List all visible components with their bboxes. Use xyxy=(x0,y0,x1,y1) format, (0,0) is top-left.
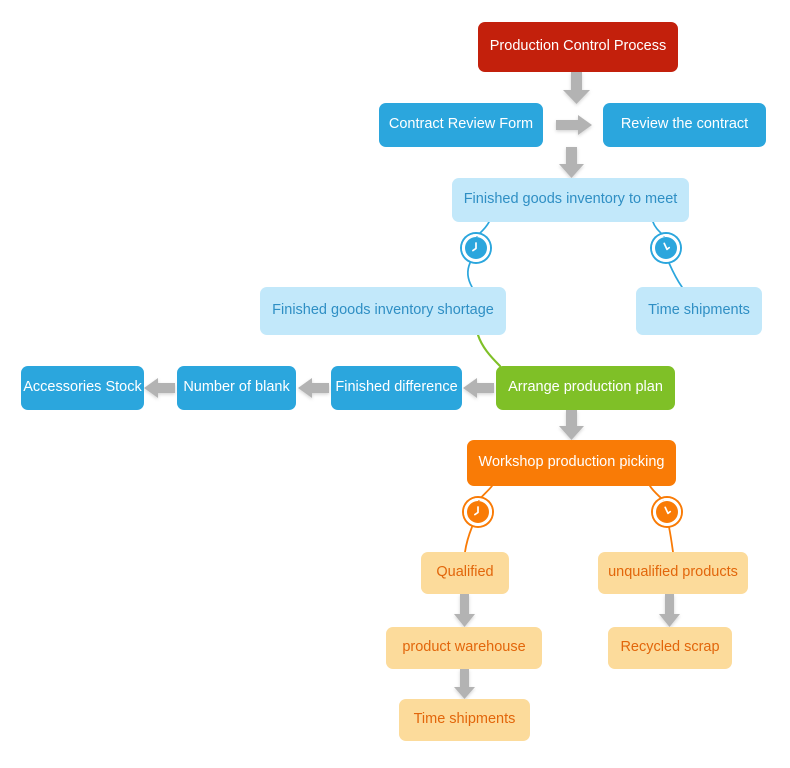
node-contract-review-form[interactable]: Contract Review Form xyxy=(379,103,543,147)
node-label: Workshop production picking xyxy=(478,454,665,471)
node-unqualified-products[interactable]: unqualified products xyxy=(598,552,748,594)
node-label: Production Control Process xyxy=(489,38,667,55)
edge-difference-to-blank xyxy=(298,378,329,398)
node-recycled-scrap[interactable]: Recycled scrap xyxy=(608,627,732,669)
node-label: Review the contract xyxy=(620,116,749,133)
node-workshop-production-picking[interactable]: Workshop production picking xyxy=(467,440,676,486)
edge-warehouse-to-shipments xyxy=(454,669,475,699)
marker-clock-shortage[interactable] xyxy=(462,234,490,262)
node-label: Recycled scrap xyxy=(620,639,720,656)
node-label: product warehouse xyxy=(402,639,526,656)
node-time-shipments-orange[interactable]: Time shipments xyxy=(399,699,530,741)
edge-shortage-to-plan xyxy=(476,333,502,368)
node-label: Accessories Stock xyxy=(23,379,142,396)
marker-ring xyxy=(653,498,681,526)
clock-icon xyxy=(663,242,671,251)
node-qualified[interactable]: Qualified xyxy=(421,552,509,594)
node-finished-difference[interactable]: Finished difference xyxy=(331,366,462,410)
node-label: Finished difference xyxy=(335,379,458,396)
node-number-of-blank[interactable]: Number of blank xyxy=(177,366,296,410)
marker-clock-unqualified[interactable] xyxy=(653,498,681,526)
node-finished-goods-inventory-to-meet[interactable]: Finished goods inventory to meet xyxy=(452,178,689,222)
edge-process-to-form xyxy=(563,72,590,104)
edge-form-to-inventory xyxy=(559,147,584,178)
edge-unqualified-to-scrap xyxy=(659,594,680,627)
node-arrange-production-plan[interactable]: Arrange production plan xyxy=(496,366,675,410)
clock-icon xyxy=(472,242,477,252)
marker-clock-qualified[interactable] xyxy=(464,498,492,526)
node-label: Finished goods inventory to meet xyxy=(463,191,678,208)
edge-plan-to-difference xyxy=(463,378,494,398)
node-time-shipments-blue[interactable]: Time shipments xyxy=(636,287,762,335)
node-label: Finished goods inventory shortage xyxy=(272,302,494,319)
node-product-warehouse[interactable]: product warehouse xyxy=(386,627,542,669)
node-label: unqualified products xyxy=(608,564,738,581)
node-finished-goods-inventory-shortage[interactable]: Finished goods inventory shortage xyxy=(260,287,506,335)
clock-icon xyxy=(474,506,479,516)
node-accessories-stock[interactable]: Accessories Stock xyxy=(21,366,144,410)
node-production-control-process[interactable]: Production Control Process xyxy=(478,22,678,72)
marker-ring xyxy=(462,234,490,262)
node-label: Qualified xyxy=(436,564,494,581)
marker-ring xyxy=(464,498,492,526)
node-label: Number of blank xyxy=(183,379,290,396)
node-label: Contract Review Form xyxy=(388,116,534,133)
node-label: Time shipments xyxy=(413,711,516,728)
clock-icon xyxy=(664,506,672,515)
marker-clock-shipments[interactable] xyxy=(652,234,680,262)
marker-ring xyxy=(652,234,680,262)
node-review-the-contract[interactable]: Review the contract xyxy=(603,103,766,147)
edge-qualified-to-warehouse xyxy=(454,594,475,627)
node-label: Time shipments xyxy=(648,302,750,319)
edge-form-to-review xyxy=(556,115,592,135)
node-label: Arrange production plan xyxy=(508,379,663,396)
edge-blank-to-accessories xyxy=(144,378,175,398)
edge-plan-to-workshop xyxy=(559,410,584,440)
